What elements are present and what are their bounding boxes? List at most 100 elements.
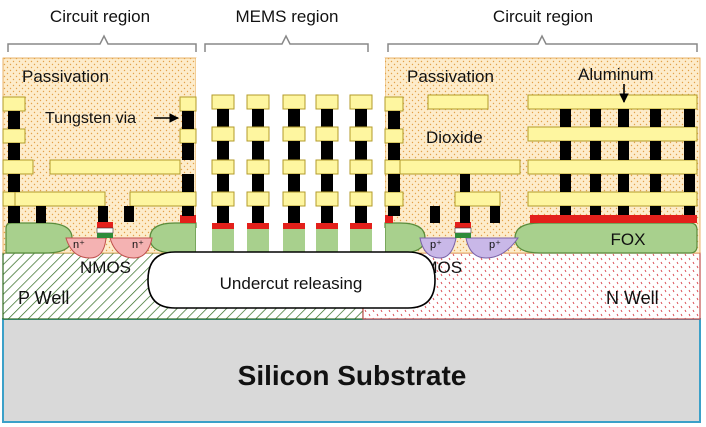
mems-metal-layer <box>315 159 339 175</box>
tungsten-via <box>618 109 629 127</box>
metal-line <box>527 159 698 175</box>
metal-line <box>2 96 26 112</box>
metal-line <box>427 94 489 110</box>
mems-metal-layer <box>315 191 339 207</box>
mems-via <box>252 141 264 160</box>
tungsten-via <box>684 206 695 215</box>
tungsten-via-label: Tungsten via <box>45 110 136 127</box>
tungsten-via <box>590 174 601 192</box>
mems-metal-layer <box>282 191 306 207</box>
tungsten-via <box>618 206 629 215</box>
p-plus-label-left: p⁺ <box>430 239 442 251</box>
nmos-gate <box>96 222 114 238</box>
metal-line <box>14 191 106 207</box>
mems-gate-layer <box>247 223 269 229</box>
tungsten-via <box>388 174 400 192</box>
circuit-region-right-label: Circuit region <box>493 7 593 26</box>
circuit-region-left-label: Circuit region <box>50 7 150 26</box>
fox-gate-strip-left <box>180 215 196 223</box>
tungsten-via <box>460 174 470 192</box>
mems-via <box>321 109 333 127</box>
mems-metal-layer <box>211 191 235 207</box>
mems-oxide <box>247 229 269 252</box>
metal-line <box>527 191 698 207</box>
mems-metal-layer <box>282 159 306 175</box>
tungsten-via <box>182 111 194 129</box>
tungsten-via <box>560 206 571 215</box>
tungsten-via <box>8 174 20 192</box>
n-plus-label-right: n⁺ <box>132 239 144 251</box>
mems-release-gap <box>338 228 350 253</box>
silicon-substrate <box>2 318 701 423</box>
mems-via <box>252 109 264 127</box>
tungsten-via <box>124 206 134 222</box>
tungsten-via <box>590 206 601 215</box>
substrate-label: Silicon Substrate <box>238 360 467 391</box>
mems-bracket <box>204 34 369 52</box>
metal-line <box>384 128 404 144</box>
undercut-cavity <box>147 251 436 309</box>
metal-line <box>2 128 26 144</box>
mems-via <box>288 206 300 223</box>
tungsten-via <box>684 174 695 192</box>
fox-right <box>514 222 698 254</box>
mems-via <box>252 206 264 223</box>
metal-line <box>179 96 197 112</box>
tungsten-via <box>618 141 629 160</box>
fox-left <box>5 222 73 254</box>
mems-metal-layer <box>315 94 339 110</box>
mems-metal-layer <box>315 126 339 142</box>
fox-gate-strip-right <box>530 215 697 223</box>
mems-region-label: MEMS region <box>236 7 339 26</box>
mems-via <box>288 141 300 160</box>
mems-metal-layer <box>349 94 373 110</box>
mems-metal-layer <box>211 159 235 175</box>
mems-metal-layer <box>211 126 235 142</box>
passivation-right-label: Passivation <box>407 67 494 86</box>
tungsten-via <box>8 111 20 129</box>
mems-via <box>252 174 264 192</box>
nmos-label: NMOS <box>80 258 131 277</box>
mems-metal-layer <box>282 94 306 110</box>
tungsten-via <box>560 141 571 160</box>
mems-gate-layer <box>212 223 234 229</box>
metal-interconnect <box>2 94 698 223</box>
mems-metal-layer <box>246 126 270 142</box>
p-well-label: P Well <box>18 288 69 308</box>
mems-metal-layer <box>349 159 373 175</box>
mems-via <box>217 174 229 192</box>
metal-line <box>527 126 698 142</box>
region-brackets <box>7 34 698 52</box>
tungsten-via <box>618 174 629 192</box>
metal-line <box>384 96 404 112</box>
tungsten-via <box>388 143 400 160</box>
tungsten-via <box>36 206 46 223</box>
mems-metal-layer <box>349 191 373 207</box>
mems-release-gap <box>269 228 283 253</box>
p-plus-left <box>419 237 457 259</box>
mems-via <box>355 174 367 192</box>
tungsten-via <box>684 109 695 127</box>
tungsten-via <box>650 109 661 127</box>
right-circuit-bracket <box>387 34 698 52</box>
tungsten-via <box>490 206 500 223</box>
left-circuit-bracket <box>7 34 197 52</box>
tungsten-via <box>650 141 661 160</box>
mems-oxide <box>350 229 372 252</box>
dioxide-label: Dioxide <box>426 128 483 147</box>
mems-metal-layer <box>349 126 373 142</box>
tungsten-via <box>388 206 400 216</box>
mems-via <box>288 174 300 192</box>
tungsten-via <box>560 174 571 192</box>
metal-line <box>399 159 521 175</box>
mems-via <box>355 109 367 127</box>
mems-microstructure <box>196 60 385 253</box>
metal-line <box>384 191 404 207</box>
mems-release-gap <box>372 228 385 253</box>
p-plus-right <box>465 237 519 259</box>
mems-oxide <box>212 229 234 252</box>
tungsten-via <box>8 143 20 160</box>
tungsten-via <box>560 109 571 127</box>
mems-metal-layer <box>282 126 306 142</box>
